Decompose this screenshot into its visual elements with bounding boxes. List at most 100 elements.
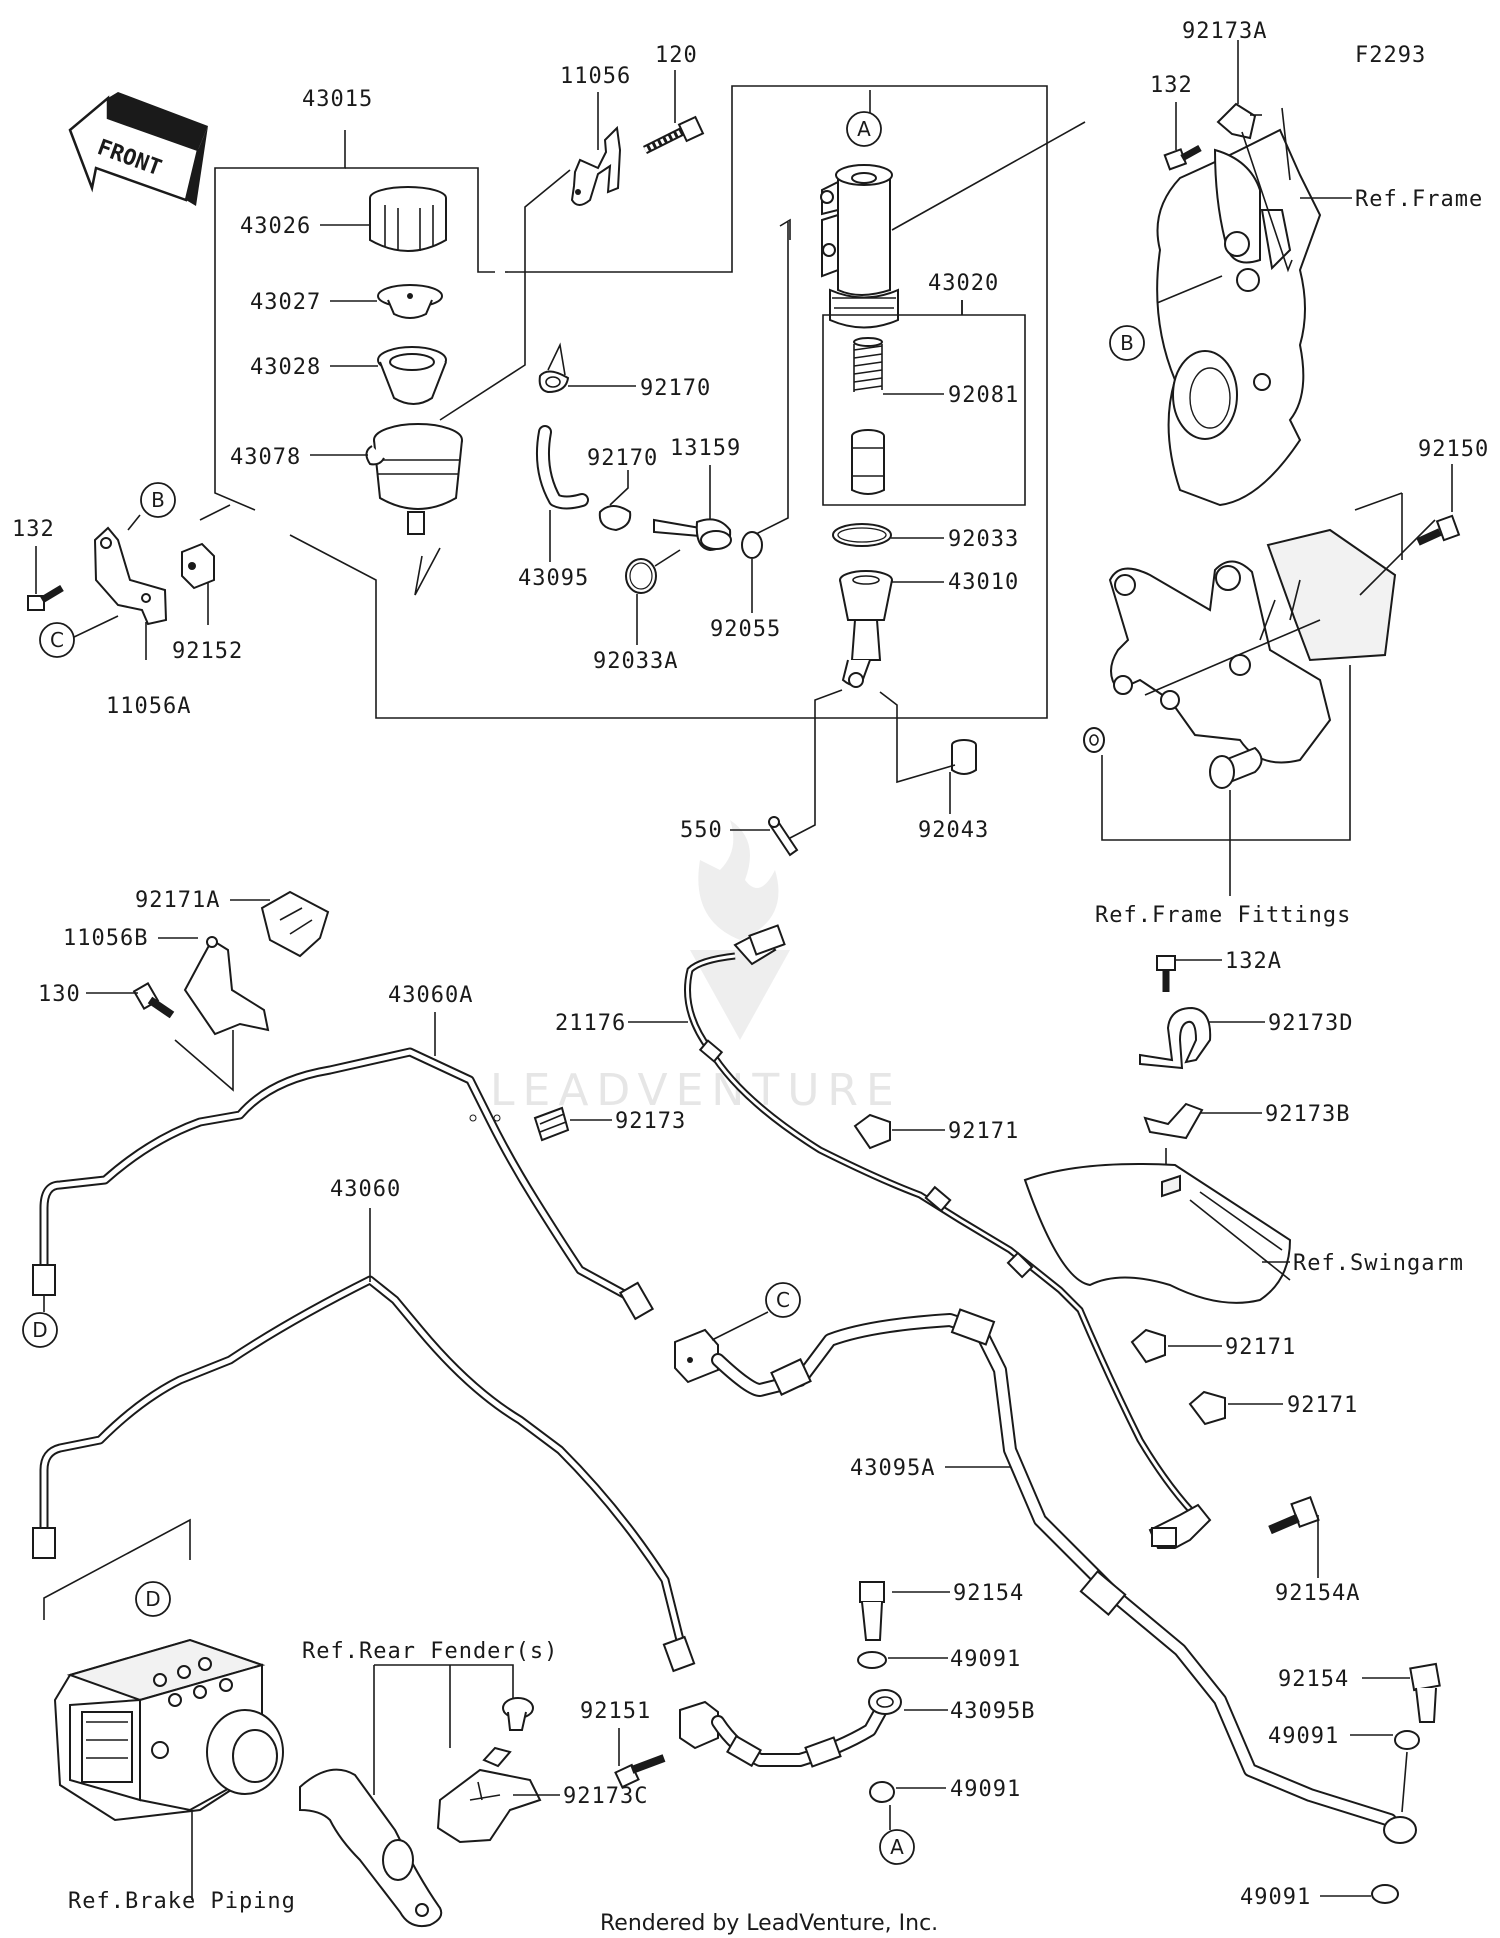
footpeg-bracket <box>1108 492 1436 789</box>
clamp-92171A <box>260 890 330 958</box>
label-43060: 43060 <box>330 1177 401 1202</box>
label-92171A: 92171A <box>135 888 220 913</box>
label-92171-c: 92171 <box>1287 1393 1358 1418</box>
ref-swingarm: Ref.Swingarm <box>1293 1251 1464 1276</box>
push-rod-43010 <box>839 570 893 688</box>
label-92150: 92150 <box>1418 437 1489 462</box>
bracket-11056A <box>71 514 168 660</box>
bracket-11056 <box>570 125 622 206</box>
grommet-92173 <box>533 1106 570 1142</box>
clamp-92173A <box>1216 40 1293 273</box>
label-92173D: 92173D <box>1268 1011 1353 1036</box>
label-92154-mid: 92154 <box>953 1581 1024 1606</box>
reservoir-body-43078 <box>365 423 463 596</box>
brake-pipe-43060 <box>32 1208 696 1673</box>
union-block-43095B <box>679 1700 887 1768</box>
label-43027: 43027 <box>250 290 321 315</box>
reservoir-cap-43026 <box>369 186 447 252</box>
reservoir-group <box>199 85 1048 719</box>
label-49091-bottom: 49091 <box>1240 1885 1311 1910</box>
label-11056: 11056 <box>560 64 631 89</box>
circlip-92033A <box>625 549 681 594</box>
label-120: 120 <box>655 43 698 68</box>
watermark-text: LEADVENTURE <box>490 1065 902 1116</box>
label-43095A: 43095A <box>850 1456 935 1481</box>
grommet-92171-a <box>853 1113 945 1150</box>
bracket-11056B <box>174 936 270 1092</box>
label-43095: 43095 <box>518 566 589 591</box>
callout-circle-a-top: A <box>846 111 882 147</box>
svg-text:A: A <box>857 117 871 141</box>
label-49091-mid: 49091 <box>950 1647 1021 1672</box>
label-132A: 132A <box>1225 949 1282 974</box>
washer-49091-low <box>869 1781 946 1830</box>
pin-92043 <box>879 691 977 784</box>
label-49091-right: 49091 <box>1268 1724 1339 1749</box>
label-132-top: 132 <box>1150 73 1193 98</box>
clamp-92173B <box>1143 1102 1262 1140</box>
bolt-132-top <box>1163 102 1202 171</box>
label-92173C: 92173C <box>563 1784 648 1809</box>
label-21176: 21176 <box>555 1011 626 1036</box>
banjo-bolt-92154-right <box>1362 1662 1441 1723</box>
label-43060A: 43060A <box>388 983 473 1008</box>
label-11056B: 11056B <box>63 926 148 951</box>
label-43026: 43026 <box>240 214 311 239</box>
label-130: 130 <box>38 982 81 1007</box>
rear-fender-ref <box>299 1664 514 1928</box>
label-43095B: 43095B <box>950 1699 1035 1724</box>
nut-92152 <box>181 542 215 625</box>
piston <box>851 429 885 495</box>
label-43020: 43020 <box>928 271 999 296</box>
grommet-92171-b <box>1130 1328 1222 1364</box>
label-92055: 92055 <box>710 617 781 642</box>
fitting-13159 <box>653 518 732 552</box>
sensor-wire-21176 <box>628 924 1212 1549</box>
piston-kit-43020 <box>822 300 1026 506</box>
bolt-92154A <box>1268 1496 1320 1578</box>
callout-circle-d-pipe: D <box>22 1312 58 1348</box>
brake-pipe-43060A <box>32 1012 655 1321</box>
washer-49091-bottom <box>1320 1884 1399 1904</box>
bolt-92150 <box>1416 464 1461 546</box>
clamp-92173C <box>436 1746 560 1844</box>
label-92173: 92173 <box>615 1109 686 1134</box>
callout-circle-a-bottom: A <box>879 1829 915 1865</box>
label-92173A: 92173A <box>1182 19 1267 44</box>
label-92154A: 92154A <box>1275 1581 1360 1606</box>
svg-text:A: A <box>890 1835 904 1859</box>
grommet-92171-c <box>1188 1390 1283 1426</box>
reference-labels: Ref.Frame Ref.Frame Fittings Ref.Swingar… <box>68 187 1482 1914</box>
svg-text:D: D <box>32 1318 47 1342</box>
label-92154-right: 92154 <box>1278 1667 1349 1692</box>
diaphragm-plate-43027 <box>377 284 443 319</box>
clamp-92170-b <box>598 470 632 532</box>
label-43010: 43010 <box>948 570 1019 595</box>
ref-rear-fender: Ref.Rear Fender(s) <box>302 1639 558 1664</box>
callout-circle-b-bracket: B <box>140 482 176 518</box>
washer <box>1083 727 1105 753</box>
label-92033A: 92033A <box>593 649 678 674</box>
clamp-92170-a <box>538 342 570 394</box>
washer-49091-mid <box>857 1651 948 1669</box>
part-labels: 43015 43026 43027 43028 43078 11056 120 … <box>12 19 1489 1910</box>
label-92170-a: 92170 <box>640 376 711 401</box>
figure-id: F2293 <box>1355 43 1426 68</box>
hose-43095 <box>536 425 589 510</box>
label-43015: 43015 <box>302 87 373 112</box>
clamp-92173D <box>1139 1006 1265 1070</box>
abs-unit <box>43 1518 284 1900</box>
washer-49091-right <box>1350 1730 1420 1813</box>
label-132-left: 132 <box>12 517 55 542</box>
label-92170-b: 92170 <box>587 446 658 471</box>
screw-fender <box>502 1697 534 1731</box>
callout-circle-c-pipe: C <box>765 1282 801 1318</box>
spring-92081 <box>853 337 883 392</box>
cotter-pin-550 <box>768 689 843 857</box>
callout-circle-c-bracket: C <box>39 622 75 658</box>
callout-circle-d-abs: D <box>135 1581 171 1617</box>
label-92171-b: 92171 <box>1225 1335 1296 1360</box>
bolt-120 <box>642 115 705 155</box>
label-92043: 92043 <box>918 818 989 843</box>
